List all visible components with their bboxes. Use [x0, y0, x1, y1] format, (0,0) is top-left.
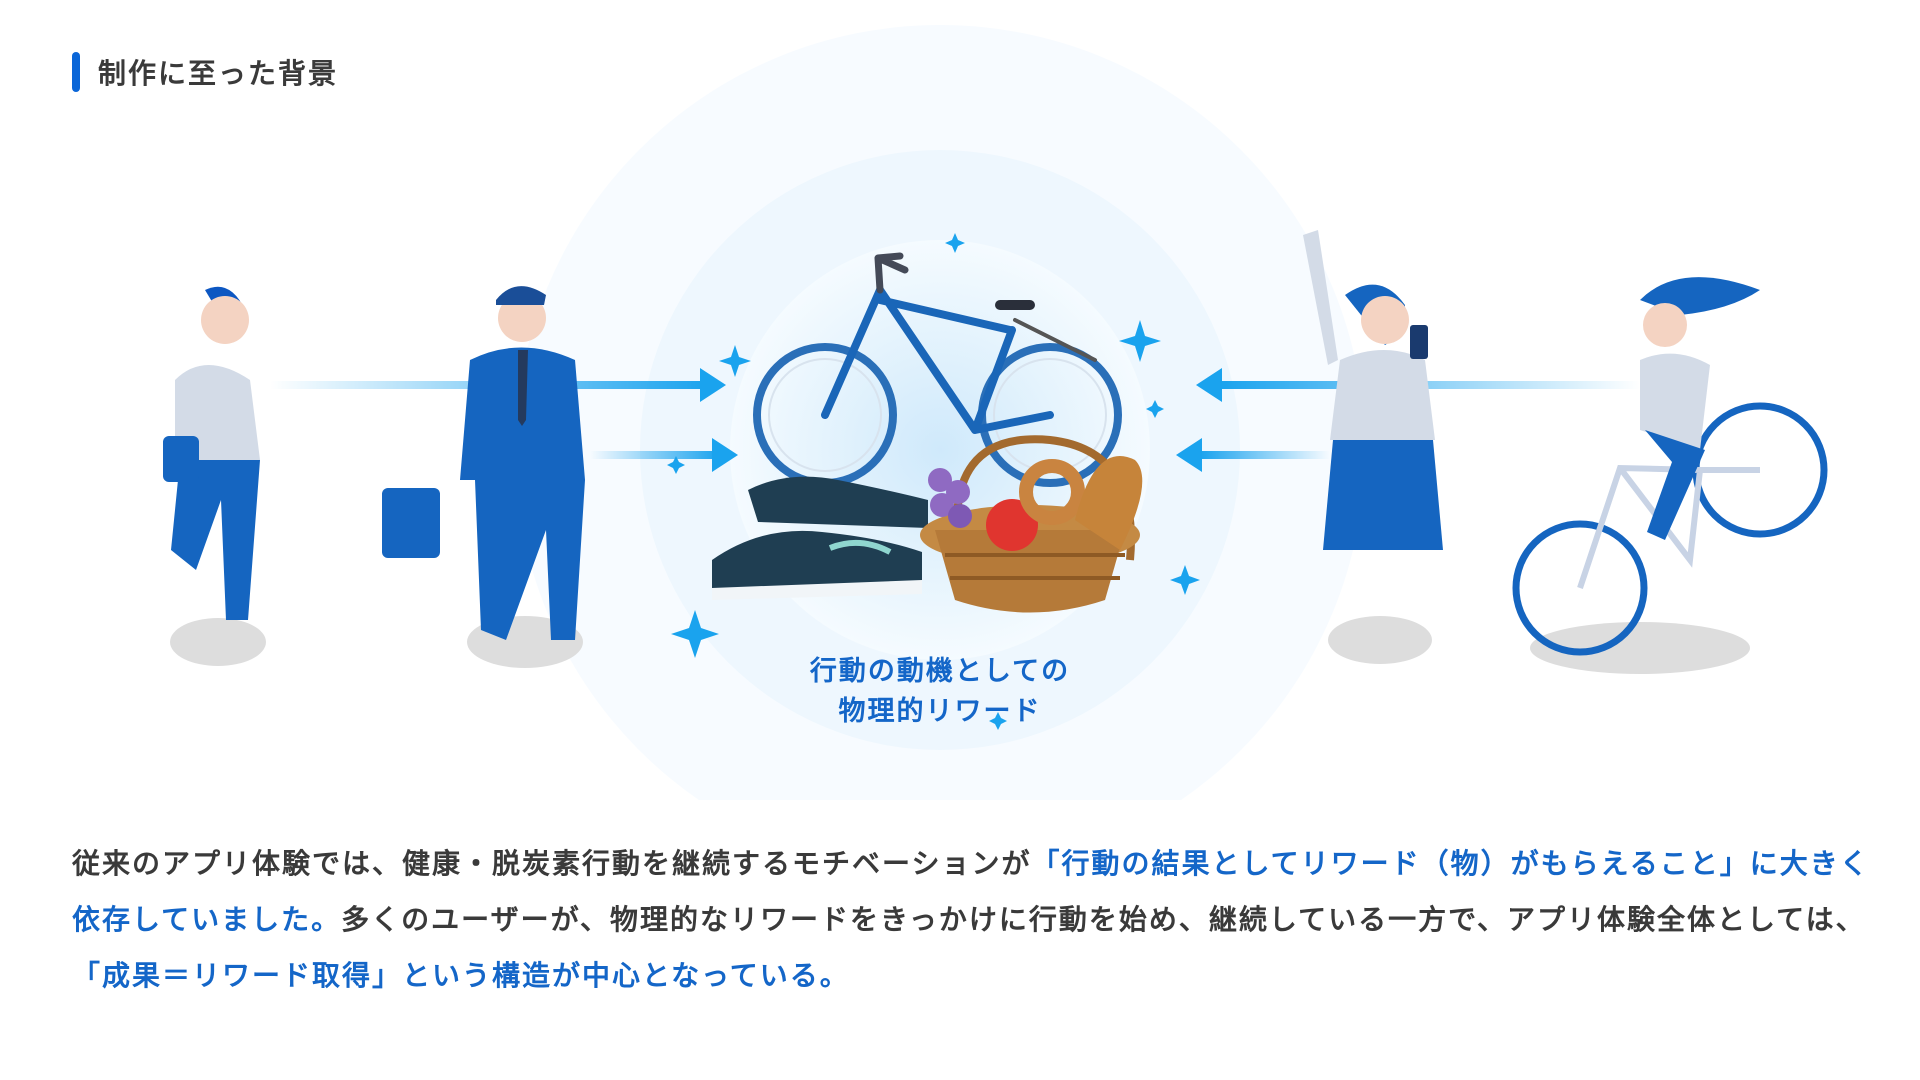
description-text: 従来のアプリ体験では、健康・脱炭素行動を継続するモチベーションが [72, 847, 1032, 880]
sneakers-icon [712, 476, 928, 600]
description-highlight: 「成果＝リワード取得」 [72, 959, 403, 992]
reward-illustration [163, 150, 1828, 750]
description-paragraph: 従来のアプリ体験では、健康・脱炭素行動を継続するモチベーションが「行動の結果とし… [72, 836, 1872, 1004]
section-accent-bar [72, 52, 80, 92]
businessman-icon [382, 286, 585, 668]
description-highlight: に大きく依存していました。 [72, 847, 1870, 936]
woman-cheering-icon [1303, 230, 1443, 664]
section-title: 制作に至った背景 [98, 57, 339, 90]
woman-cycling-icon [1512, 277, 1828, 674]
arrow-left-icon [1176, 368, 1640, 472]
description-highlight: 「行動の結果としてリワード（物）がもらえること」 [1031, 847, 1750, 880]
description-text: 多くのユーザーが、物理的なリワードをきっかけに行動を始め、継続している一方で、ア… [341, 903, 1866, 936]
reward-label-line1: 行動の動機としての [809, 656, 1071, 687]
section-header: 制作に至った背景 [72, 52, 338, 92]
reward-label: 行動の動機としての 物理的リワード [740, 652, 1140, 732]
description-highlight: という構造が中心となっている。 [402, 959, 850, 992]
sparkle-icon [667, 233, 1200, 730]
food-basket-icon [920, 435, 1143, 613]
woman-walking-icon [163, 286, 266, 666]
reward-label-line2: 物理的リワード [838, 696, 1042, 727]
